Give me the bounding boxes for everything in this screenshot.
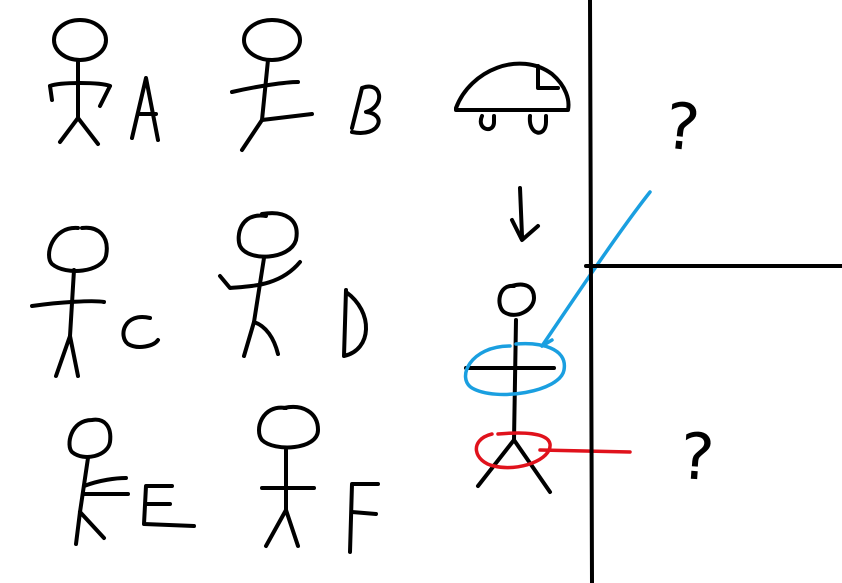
- letter-e-mark: [142, 484, 196, 528]
- stick-figure-center: [464, 282, 556, 494]
- stick-figure-d: [218, 211, 368, 358]
- letter-d-mark: [342, 288, 368, 358]
- car-drawing: [454, 61, 571, 135]
- label-d: D: [338, 302, 387, 376]
- stick-figure-f: [257, 405, 380, 554]
- stick-figure-b: [230, 18, 382, 152]
- label-c: C: [118, 292, 163, 366]
- stick-figure-c: [30, 225, 160, 378]
- label-e: E: [140, 472, 180, 546]
- letter-f-mark: [348, 482, 380, 554]
- blue-annotation: [463, 190, 652, 397]
- label-a: A: [128, 84, 172, 158]
- letter-a-mark: [130, 76, 160, 142]
- quadrant-divider: [584, 0, 842, 583]
- down-arrow: [510, 186, 540, 242]
- letter-c-mark: [121, 315, 160, 349]
- letter-b-mark: [350, 84, 382, 135]
- red-question-mark: ?: [678, 420, 717, 496]
- label-b: B: [346, 78, 390, 152]
- stick-figure-a: [48, 18, 160, 146]
- blue-question-mark: ?: [661, 90, 703, 167]
- stick-figure-e: [67, 417, 196, 546]
- label-f: F: [344, 498, 381, 572]
- red-annotation: [474, 431, 632, 470]
